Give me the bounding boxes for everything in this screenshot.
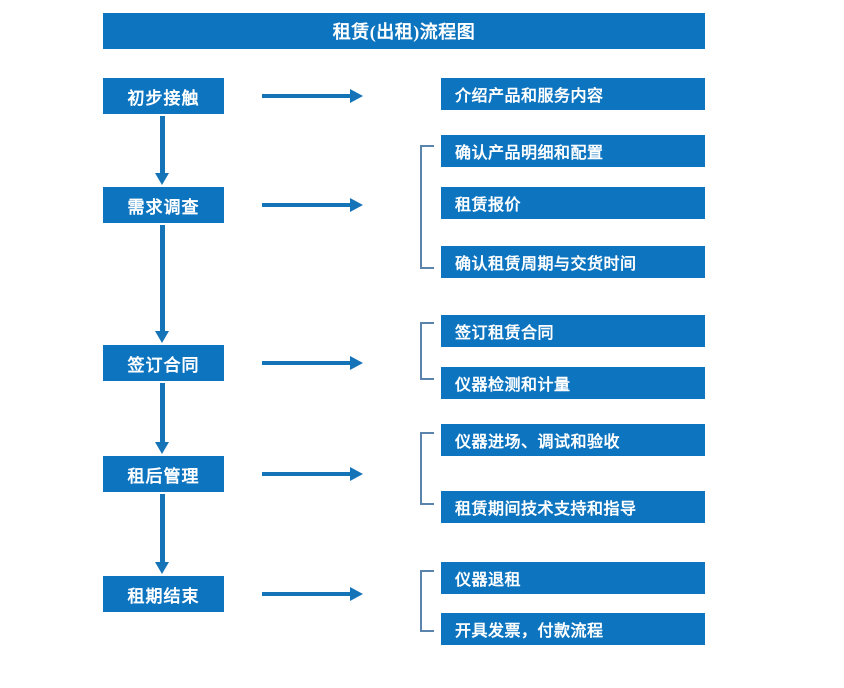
arrow-shaft <box>160 225 165 331</box>
group-bracket-needs-survey <box>420 145 434 269</box>
group-bracket-sign-contract <box>420 322 434 380</box>
detail-box-confirm-lease-period[interactable]: 确认租赁周期与交货时间 <box>441 246 705 278</box>
arrow-shaft <box>160 116 165 173</box>
stage-box-sign-contract[interactable]: 签订合同 <box>103 345 224 381</box>
arrow-head-icon <box>155 562 169 574</box>
stage-box-post-rental-management[interactable]: 租后管理 <box>103 456 224 492</box>
arrow-head-icon <box>155 442 169 454</box>
arrow-shaft <box>160 383 165 442</box>
vertical-arrow-4 <box>155 494 169 574</box>
horizontal-arrow-4 <box>262 467 363 481</box>
arrow-head-icon <box>350 198 363 212</box>
stage-box-lease-end[interactable]: 租期结束 <box>103 576 224 612</box>
horizontal-arrow-2 <box>262 198 363 212</box>
horizontal-arrow-1 <box>262 89 363 103</box>
arrow-head-icon <box>155 331 169 343</box>
detail-box-instrument-delivery[interactable]: 仪器进场、调试和验收 <box>441 424 705 456</box>
arrow-shaft <box>262 203 352 207</box>
stage-box-needs-survey[interactable]: 需求调查 <box>103 187 224 223</box>
stage-box-initial-contact[interactable]: 初步接触 <box>103 78 224 114</box>
group-bracket-post-rental <box>420 432 434 505</box>
detail-box-invoice-payment[interactable]: 开具发票，付款流程 <box>441 613 705 645</box>
detail-box-introduce-products[interactable]: 介绍产品和服务内容 <box>441 78 705 110</box>
detail-box-technical-support[interactable]: 租赁期间技术支持和指导 <box>441 491 705 523</box>
arrow-shaft <box>160 494 165 562</box>
group-bracket-lease-end <box>420 570 434 632</box>
arrow-shaft <box>262 472 352 476</box>
horizontal-arrow-3 <box>262 356 363 370</box>
arrow-shaft <box>262 361 352 365</box>
arrow-head-icon <box>155 173 169 185</box>
arrow-shaft <box>262 592 352 596</box>
detail-box-rental-quotation[interactable]: 租赁报价 <box>441 187 705 219</box>
detail-box-instrument-testing[interactable]: 仪器检测和计量 <box>441 367 705 399</box>
detail-box-sign-lease-agreement[interactable]: 签订租赁合同 <box>441 315 705 347</box>
vertical-arrow-2 <box>155 225 169 343</box>
page-title: 租赁(出租)流程图 <box>103 13 705 49</box>
arrow-head-icon <box>350 356 363 370</box>
horizontal-arrow-5 <box>262 587 363 601</box>
arrow-head-icon <box>350 467 363 481</box>
detail-box-instrument-return[interactable]: 仪器退租 <box>441 562 705 594</box>
vertical-arrow-3 <box>155 383 169 454</box>
vertical-arrow-1 <box>155 116 169 185</box>
arrow-shaft <box>262 94 352 98</box>
arrow-head-icon <box>350 89 363 103</box>
arrow-head-icon <box>350 587 363 601</box>
detail-box-confirm-product-details[interactable]: 确认产品明细和配置 <box>441 135 705 167</box>
